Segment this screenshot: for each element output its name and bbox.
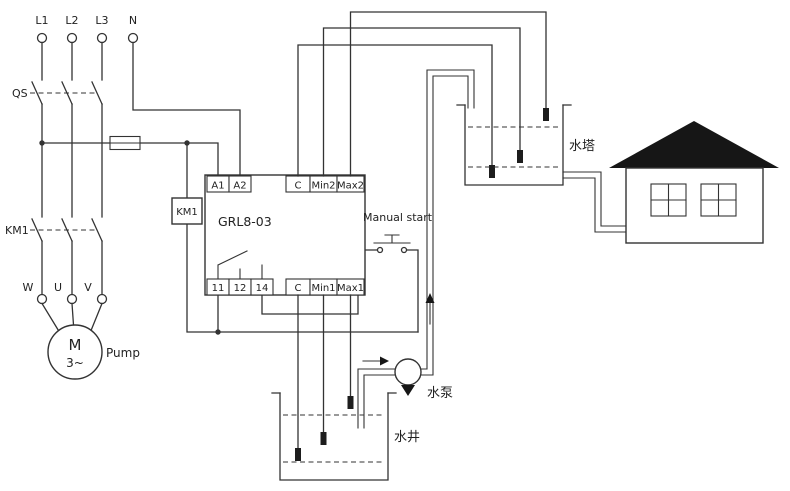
terminal-label-max1: Max1 — [337, 283, 364, 294]
house-roof — [609, 121, 779, 168]
qs-label: QS — [12, 87, 28, 100]
tower-common-wire — [297, 44, 493, 177]
well-common-electrode — [295, 448, 301, 461]
l1-label: L1 — [35, 14, 48, 27]
riser-pipe — [420, 69, 475, 376]
manual-start-switch: Manual start — [363, 211, 433, 254]
km1-blade-3 — [91, 218, 103, 242]
flow-arrow-up-head — [425, 293, 435, 303]
motor-symbol: M — [69, 336, 82, 354]
well-water-levels — [283, 414, 385, 463]
tower-sensor-wires — [297, 11, 549, 178]
controller-model: GRL8-03 — [218, 214, 272, 229]
terminal-label-min1: Min1 — [311, 283, 335, 294]
relay-contact-symbol — [217, 250, 263, 280]
terminal-label-a1: A1 — [211, 181, 224, 192]
tower-max2-wire — [349, 11, 547, 177]
water-pump-label: 水泵 — [427, 386, 453, 401]
terminal-label-min2: Min2 — [311, 181, 335, 192]
terminal-label-a2: A2 — [233, 181, 246, 192]
house-window-right-mullions — [700, 183, 737, 217]
terminal-label-11: 11 — [212, 283, 225, 294]
tower-common-electrode — [489, 165, 495, 178]
km1-coil: KM1 — [171, 197, 203, 225]
tower-to-house-pipe — [562, 171, 627, 233]
water-well: 水井 — [271, 392, 420, 481]
manual-start-label: Manual start — [363, 211, 433, 224]
coil-return-bus — [186, 223, 419, 333]
junction-dot-bus — [215, 329, 221, 335]
control-wiring — [39, 135, 419, 335]
qs-blade-1 — [31, 81, 43, 105]
tower-water-levels — [468, 126, 560, 168]
l2-terminal — [66, 32, 78, 44]
water-tower-label: 水塔 — [569, 139, 595, 154]
supply-terminals: L1 L2 L3 N — [35, 14, 139, 44]
well-tank-walls — [279, 392, 389, 481]
water-pump: 水泵 — [394, 358, 453, 401]
junction-dot-coil-tap — [184, 140, 190, 146]
motor-lead-wires — [41, 302, 103, 334]
well-max1-electrode — [347, 396, 354, 409]
controller-outline — [204, 174, 366, 296]
w-terminal — [36, 293, 48, 305]
pushbutton-contact-left — [376, 246, 384, 254]
motor-circle — [47, 324, 103, 380]
u-terminal — [66, 293, 78, 305]
n-label: N — [129, 14, 137, 27]
water-well-label: 水井 — [394, 430, 420, 445]
km1-main-label: KM1 — [5, 224, 29, 237]
pushbutton-contact-right — [400, 246, 408, 254]
pump-base — [401, 385, 415, 396]
km1-blade-1 — [31, 218, 43, 242]
v-label: V — [84, 281, 92, 294]
junction-dot-l1-tap — [39, 140, 45, 146]
u-label: U — [54, 281, 62, 294]
terminal-cell-14 — [250, 278, 274, 296]
house-body — [625, 167, 764, 244]
motor-section: W U V M 3~ Pump — [23, 281, 140, 380]
terminal-label-12: 12 — [234, 283, 247, 294]
well-min1-electrode — [320, 432, 327, 445]
manual-start-return-wire — [405, 249, 419, 333]
l2-label: L2 — [65, 14, 78, 27]
pushbutton-actuator — [373, 234, 411, 244]
tower-min2-wire — [322, 27, 521, 177]
tower-max2-electrode — [543, 108, 549, 121]
flow-arrow-right-head — [380, 356, 389, 366]
km1-coil-box — [171, 197, 203, 225]
terminal-label-c2: C — [295, 181, 302, 192]
pump-circle — [394, 358, 422, 386]
motor-phase: 3~ — [66, 356, 84, 370]
qs-blade-3 — [91, 81, 103, 105]
n-terminal — [127, 32, 139, 44]
neutral-wire — [132, 41, 241, 176]
house — [609, 121, 779, 244]
km1-coil-label: KM1 — [176, 207, 198, 218]
controller-box: GRL8-03 A1 A2 C Min2 Max2 11 12 14 C Min… — [204, 174, 366, 296]
qs-disconnect-switch: QS — [12, 81, 103, 105]
l3-terminal — [96, 32, 108, 44]
pump-label: Pump — [106, 346, 140, 360]
phase-wires — [41, 41, 241, 296]
l1-terminal — [36, 32, 48, 44]
house-window-left-mullions — [650, 183, 687, 217]
tower-tank-walls — [464, 104, 564, 186]
terminal-label-14: 14 — [256, 283, 269, 294]
w-label: W — [23, 281, 34, 294]
tower-min2-electrode — [517, 150, 523, 163]
v-terminal — [96, 293, 108, 305]
terminal-label-c1: C — [295, 283, 302, 294]
suction-pipe — [357, 368, 396, 429]
well-sensor-wires — [295, 294, 354, 461]
terminal-label-max2: Max2 — [337, 181, 364, 192]
terminal-cell-a2 — [228, 175, 252, 193]
fused-supply-wire — [41, 142, 219, 176]
pipes — [357, 69, 627, 429]
water-tower: 水塔 — [456, 104, 595, 186]
l3-label: L3 — [95, 14, 108, 27]
km1-main-contacts: KM1 — [5, 218, 103, 242]
